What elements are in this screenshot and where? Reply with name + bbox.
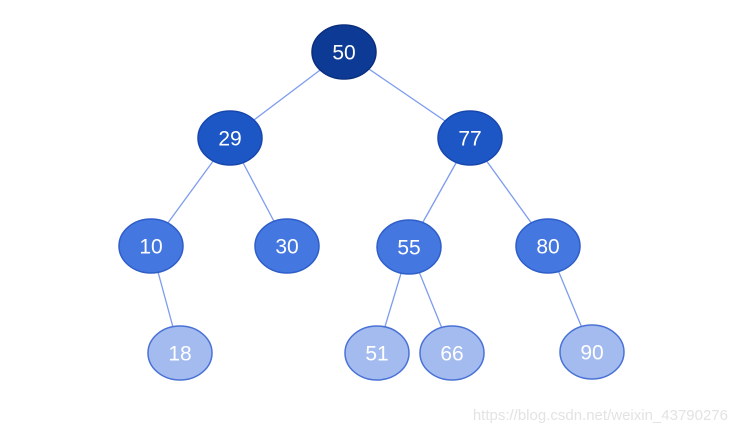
tree-node-value: 30 [275, 235, 298, 258]
tree-node-circle [118, 218, 184, 274]
tree-node-value: 50 [332, 41, 355, 64]
tree-node-circle [437, 110, 503, 166]
tree-node-55: 55 [376, 219, 442, 275]
tree-node-circle [559, 324, 625, 380]
tree-node-value: 29 [218, 127, 241, 150]
tree-node-value: 80 [536, 235, 559, 258]
tree-node-value: 18 [168, 342, 191, 365]
tree-node-29: 29 [197, 110, 263, 166]
tree-node-circle [419, 325, 485, 381]
tree-node-circle [376, 219, 442, 275]
watermark-url: https://blog.csdn.net/weixin_43790276 [472, 407, 728, 424]
tree-node-value: 51 [365, 342, 388, 365]
tree-node-value: 77 [458, 127, 481, 150]
tree-node-value: 90 [580, 341, 603, 364]
tree-node-value: 66 [440, 342, 463, 365]
tree-node-value: 55 [397, 236, 420, 259]
tree-node-circle [515, 218, 581, 274]
tree-node-value: 10 [139, 235, 162, 258]
tree-node-77: 77 [437, 110, 503, 166]
tree-node-51: 51 [344, 325, 410, 381]
tree-node-circle [147, 325, 213, 381]
tree-node-30: 30 [254, 218, 320, 274]
tree-node-66: 66 [419, 325, 485, 381]
tree-node-circle [254, 218, 320, 274]
tree-node-50: 50 [311, 24, 377, 80]
tree-node-80: 80 [515, 218, 581, 274]
tree-node-circle [197, 110, 263, 166]
tree-node-10: 10 [118, 218, 184, 274]
tree-node-circle [344, 325, 410, 381]
tree-node-90: 90 [559, 324, 625, 380]
tree-node-18: 18 [147, 325, 213, 381]
tree-node-circle [311, 24, 377, 80]
